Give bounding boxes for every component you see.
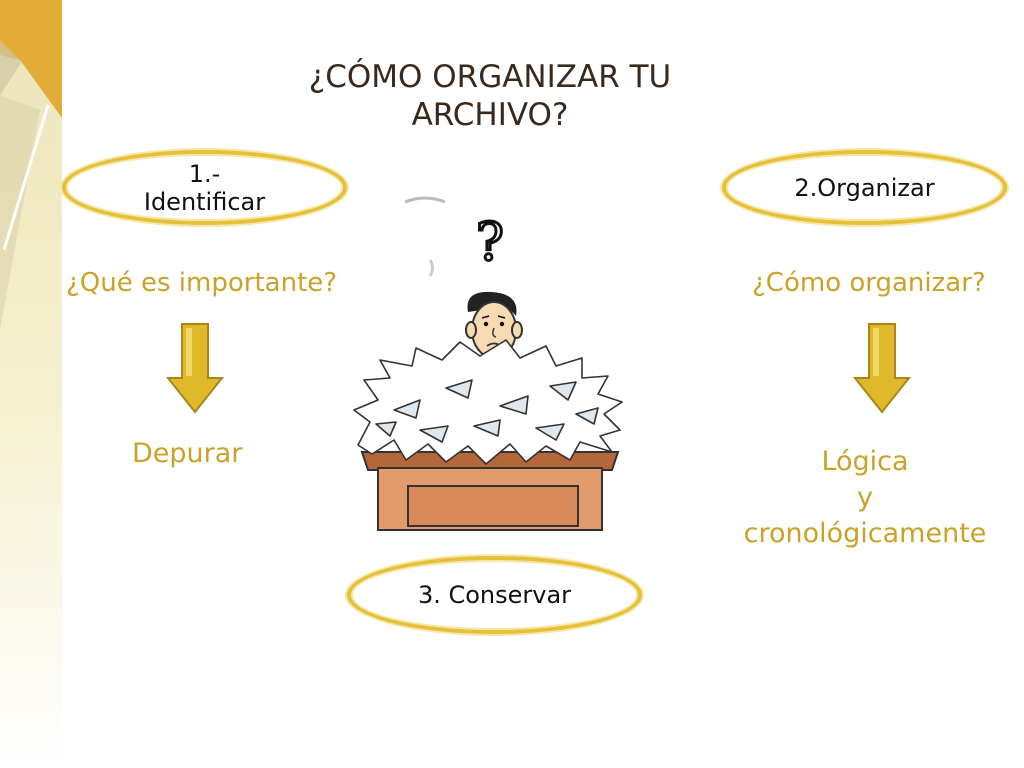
step-conservar-oval: 3. Conservar — [347, 556, 642, 634]
question-importante: ¿Qué es importante? — [66, 268, 338, 298]
sidebar-decoration — [0, 0, 62, 768]
person-head — [465, 291, 523, 359]
step-organizar-label: 2.Organizar — [794, 173, 935, 202]
step-organizar-oval: 2.Organizar — [722, 150, 1007, 225]
down-arrow-icon — [853, 323, 911, 414]
question-mark-icon: ? — [475, 212, 506, 275]
paper-pile — [353, 339, 623, 465]
step-conservar-label: 3. Conservar — [417, 581, 572, 609]
result-depurar: Depurar — [132, 438, 243, 469]
question-como-organizar: ¿Cómo organizar? — [752, 268, 986, 298]
overwhelmed-person-illustration: ? — [353, 196, 623, 531]
slide-title: ¿CÓMO ORGANIZAR TU ARCHIVO? — [308, 59, 672, 133]
desk — [360, 451, 620, 531]
svg-text:?: ? — [476, 213, 504, 273]
step-identificar-label: 1.- Identificar — [143, 159, 266, 216]
result-logica-cronologica: Lógica y cronológicamente — [743, 446, 987, 549]
step-identificar-oval: 1.- Identificar — [62, 150, 347, 225]
down-arrow-icon — [166, 323, 224, 414]
